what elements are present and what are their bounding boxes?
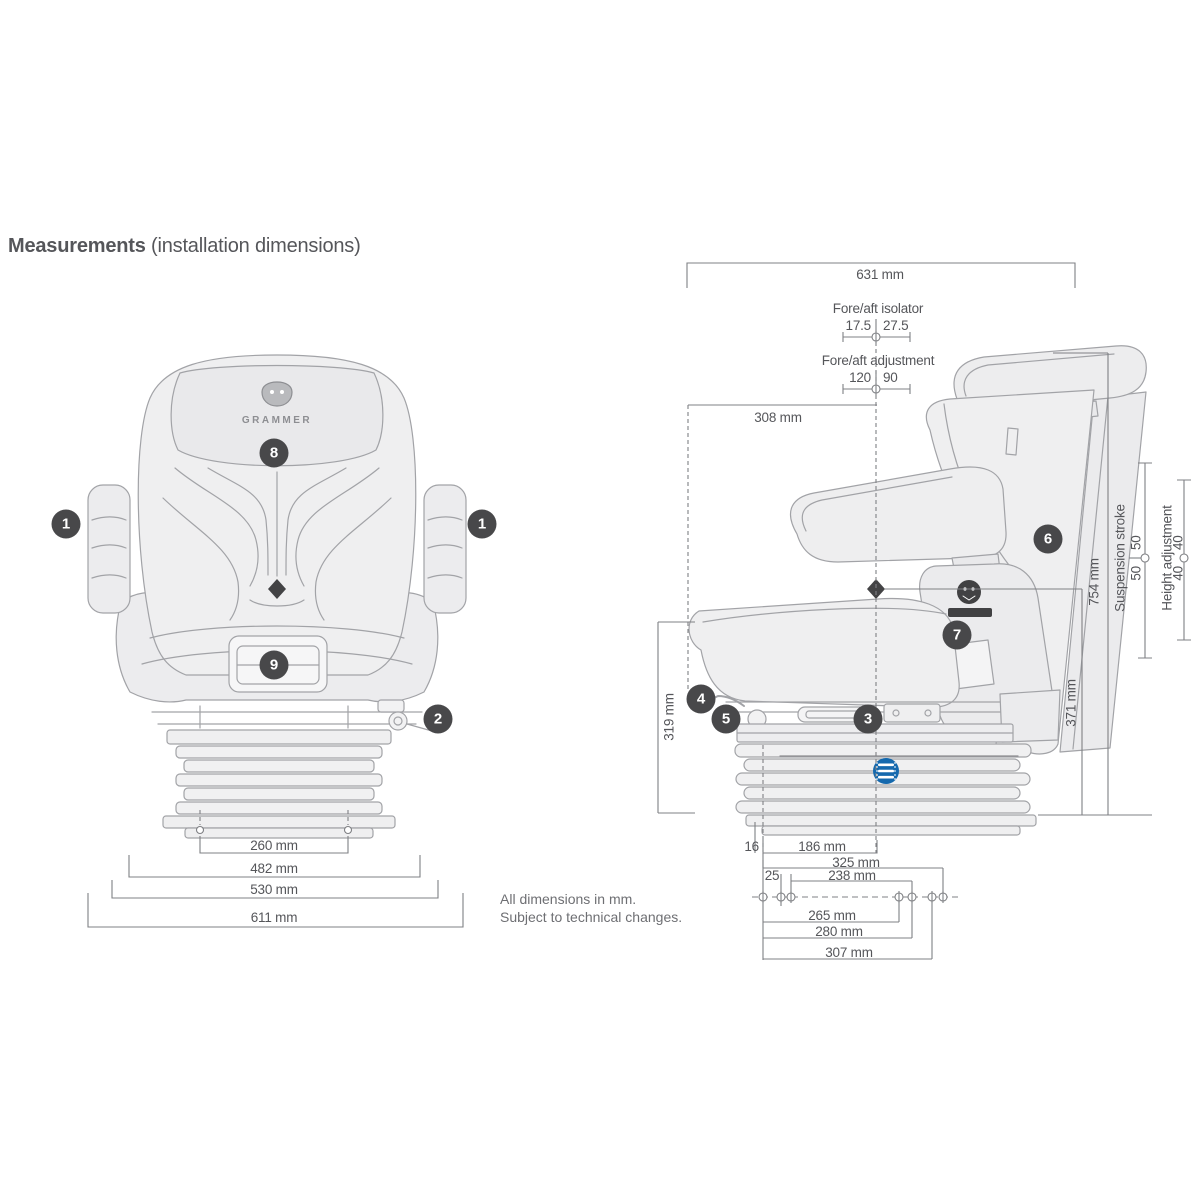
seat-index-point-front [268, 579, 286, 599]
dim-325: 325 mm [832, 855, 880, 870]
dim-238: 238 mm [828, 868, 876, 883]
front-seat-drawing [87, 354, 467, 839]
suspension-stroke-values: 5050 [1128, 535, 1144, 581]
dim-25: 25 [764, 868, 780, 883]
dim-overall-depth-631: 631 mm [856, 267, 904, 282]
dimensions-note: All dimensions in mm. Subject to technic… [500, 890, 682, 926]
dim-186: 186 mm [798, 839, 846, 854]
callout-bumper: 9 [259, 650, 289, 680]
side-seat-drawing [688, 345, 1147, 836]
note-line-1: All dimensions in mm. [500, 891, 637, 907]
height-adjustment-values: 4040 [1170, 535, 1186, 581]
suspension-stroke-label: Suspension stroke [1112, 504, 1128, 612]
fore-aft-adjustment-label: Fore/aft adjustment [821, 353, 935, 368]
dim-inner-width-482: 482 mm [250, 861, 298, 876]
dim-offset-16: 16 [744, 839, 759, 854]
page-title: Measurements (installation dimensions) [8, 235, 361, 258]
dim-overall-width-611: 611 mm [250, 910, 298, 925]
page-title-bold: Measurements [8, 235, 146, 257]
side-view-dimension-lines [657, 262, 1191, 960]
isolator-rear-value: 27.5 [883, 318, 909, 333]
callout-6: 6 [1033, 524, 1063, 554]
air-suspension-icon [873, 758, 899, 784]
dim-280: 280 mm [815, 924, 863, 939]
mounting-bolts [758, 891, 948, 903]
dim-frame-width-530: 530 mm [250, 882, 298, 897]
note-line-2: Subject to technical changes. [500, 909, 683, 925]
dim-bolt-spacing-260: 260 mm [250, 838, 298, 853]
dim-overall-height-754: 754 mm [1086, 558, 1102, 606]
callout-3: 3 [853, 704, 883, 734]
dim-307: 307 mm [825, 945, 873, 960]
isolator-front-value: 17.5 [845, 318, 872, 333]
callout-4: 4 [686, 684, 716, 714]
dim-base-height-371: 371 mm [1063, 679, 1079, 727]
dim-seat-depth-308: 308 mm [754, 410, 802, 425]
page-title-rest: (installation dimensions) [145, 235, 361, 257]
seat-index-point-side [867, 579, 885, 599]
callout-backrest: 8 [259, 438, 289, 468]
brand-logo-text: GRAMMER [241, 415, 313, 426]
brand-emblem-side [957, 580, 981, 604]
adjustment-rear-value: 90 [883, 370, 898, 385]
callout-5: 5 [711, 704, 741, 734]
front-view-dimension-lines [87, 810, 464, 928]
adjustment-front-value: 120 [849, 370, 871, 385]
callout-7: 7 [942, 620, 972, 650]
callout-valve: 2 [423, 704, 453, 734]
callout-armrest-right: 1 [467, 509, 497, 539]
callout-armrest-left: 1 [51, 509, 81, 539]
dim-265: 265 mm [808, 908, 856, 923]
dim-seat-height-319: 319 mm [661, 693, 677, 741]
brand-emblem-front [261, 381, 293, 407]
fore-aft-isolator-label: Fore/aft isolator [832, 301, 924, 316]
